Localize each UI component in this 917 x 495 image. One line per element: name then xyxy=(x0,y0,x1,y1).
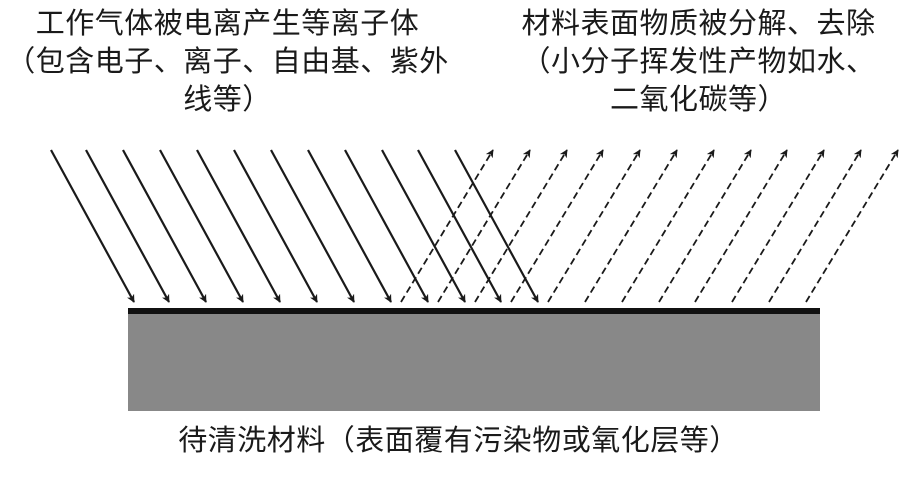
incoming-arrow xyxy=(233,149,318,303)
incoming-label-line-2: （包含电子、离子、自由基、紫外 xyxy=(6,44,449,78)
outgoing-arrow xyxy=(694,149,788,303)
incoming-label-line-1: 工作气体被电离产生等离子体 xyxy=(35,6,420,40)
surface-layer xyxy=(128,308,820,314)
outgoing-arrows xyxy=(400,149,899,303)
outgoing-arrow xyxy=(621,149,715,303)
incoming-arrow xyxy=(50,149,135,303)
incoming-arrow xyxy=(344,149,429,303)
incoming-plasma-label: 工作气体被电离产生等离子体 （包含电子、离子、自由基、紫外 线等） xyxy=(0,4,455,118)
incoming-arrow xyxy=(196,149,281,303)
incoming-arrow xyxy=(122,149,207,303)
incoming-arrows xyxy=(50,149,539,303)
outgoing-arrow xyxy=(658,149,752,303)
outgoing-label-line-3: 二氧化碳等） xyxy=(609,82,787,116)
incoming-arrow xyxy=(307,149,392,303)
incoming-arrow xyxy=(417,149,502,303)
outgoing-arrow xyxy=(768,149,862,303)
incoming-arrow xyxy=(159,149,244,303)
outgoing-arrow xyxy=(474,149,568,303)
substrate-label: 待清洗材料（表面覆有污染物或氧化层等） xyxy=(178,423,739,457)
outgoing-arrow xyxy=(584,149,678,303)
incoming-arrow xyxy=(454,149,539,303)
outgoing-arrow xyxy=(731,149,825,303)
incoming-arrow xyxy=(270,149,355,303)
outgoing-arrow xyxy=(547,149,641,303)
substrate-material xyxy=(128,313,820,411)
outgoing-products-label: 材料表面物质被分解、去除 （小分子挥发性产物如水、 二氧化碳等） xyxy=(480,4,917,118)
outgoing-arrow xyxy=(400,149,494,303)
outgoing-arrow xyxy=(510,149,604,303)
incoming-arrow xyxy=(381,149,466,303)
outgoing-label-line-1: 材料表面物质被分解、去除 xyxy=(521,6,876,40)
outgoing-arrow xyxy=(805,149,899,303)
outgoing-label-line-2: （小分子挥发性产物如水、 xyxy=(521,44,876,78)
incoming-arrow xyxy=(85,149,170,303)
outgoing-arrow xyxy=(437,149,531,303)
incoming-label-line-3: 线等） xyxy=(183,82,272,116)
